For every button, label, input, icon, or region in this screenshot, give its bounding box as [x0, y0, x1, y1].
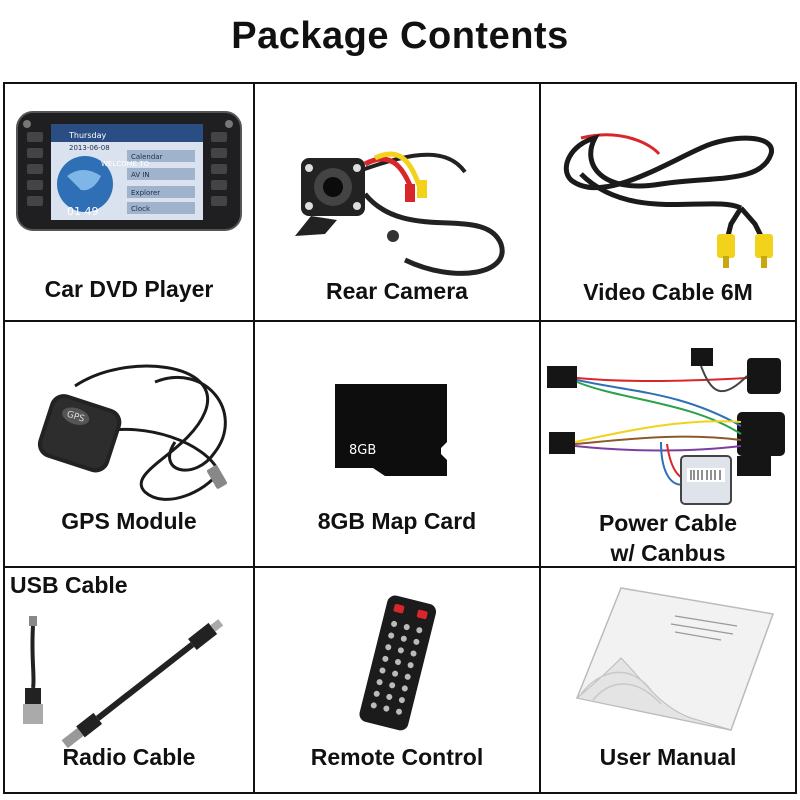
item-remote-control: Remote Control [255, 568, 541, 792]
item-user-manual: User Manual [541, 568, 795, 792]
sd-card-image: 8GB [335, 384, 447, 476]
label-video-cable: Video Cable 6M [583, 279, 753, 305]
usb-radio-cable-image [23, 616, 224, 749]
label-radio-cable: Radio Cable [62, 744, 196, 770]
screen-day-text: Thursday [68, 131, 106, 140]
item-video-cable: Video Cable 6M [541, 84, 795, 322]
power-cable-harness-image [547, 348, 785, 505]
screen-menu-clock: Clock [131, 205, 151, 213]
item-gps-module: GPS GPS Module [5, 322, 255, 568]
remote-control-image [359, 595, 437, 731]
car-dvd-player-image: Thursday 2013-06-08 WELCOME TO 01 49 Cal… [16, 111, 242, 231]
page-title: Package Contents [231, 15, 569, 57]
user-manual-image [575, 587, 775, 731]
screen-date-text: 2013-06-08 [69, 144, 110, 152]
item-car-dvd-player: Thursday 2013-06-08 WELCOME TO 01 49 Cal… [5, 84, 255, 322]
package-contents-grid: Thursday 2013-06-08 WELCOME TO 01 49 Cal… [3, 82, 797, 794]
screen-clock-text: 01 49 [67, 205, 99, 218]
gps-module-image: GPS [37, 364, 227, 501]
item-radio-cable: USB Cable Radio Cable [5, 568, 255, 792]
screen-menu-explorer: Explorer [131, 189, 160, 197]
rear-camera-image [295, 151, 505, 276]
label-remote-control: Remote Control [310, 744, 484, 770]
label-car-dvd-player: Car DVD Player [44, 276, 214, 302]
label-rear-camera: Rear Camera [326, 278, 468, 304]
video-cable-image [563, 133, 774, 268]
item-power-cable: Power Cable w/ Canbus [541, 322, 795, 568]
screen-menu-calendar: Calendar [131, 153, 163, 161]
item-rear-camera: Rear Camera [255, 84, 541, 322]
label-gps-module: GPS Module [61, 508, 197, 534]
label-user-manual: User Manual [599, 744, 737, 770]
label-power-cable-line-1: Power Cable [598, 510, 738, 536]
label-map-card: 8GB Map Card [317, 508, 477, 534]
screen-welcome-text: WELCOME TO [101, 160, 150, 168]
label-usb-cable: USB Cable [10, 572, 128, 598]
item-map-card: 8GB 8GB Map Card [255, 322, 541, 568]
screen-menu-avin: AV IN [131, 171, 150, 179]
label-power-cable-line-2: w/ Canbus [610, 540, 726, 566]
sd-card-capacity-text: 8GB [349, 443, 376, 458]
